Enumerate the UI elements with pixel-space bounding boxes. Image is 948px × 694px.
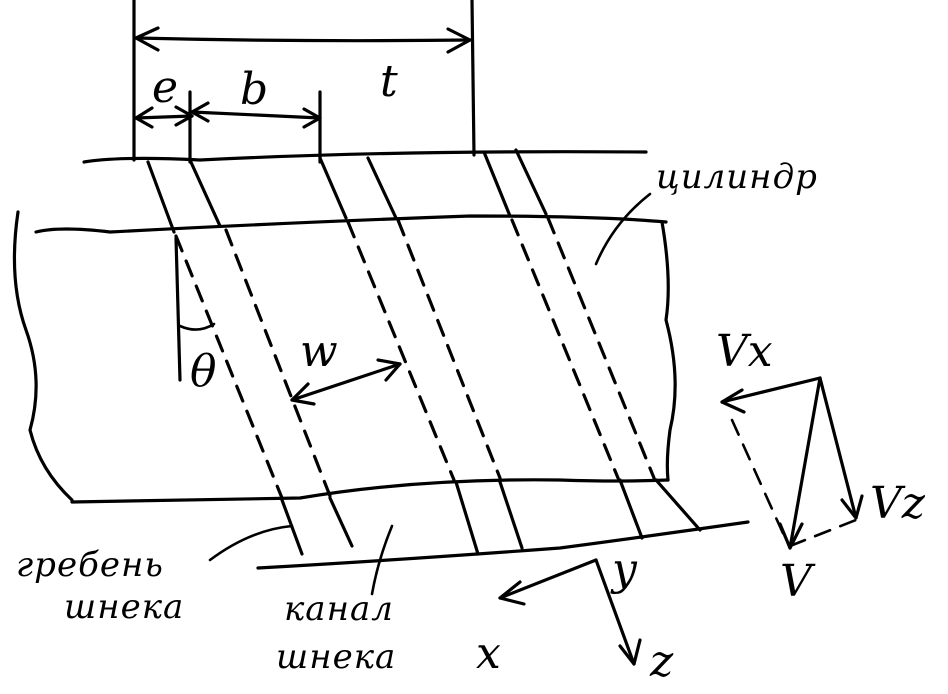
cylinder-body-left — [12, 210, 74, 502]
flight-solid-2a — [318, 156, 348, 220]
axis-z-label: z — [650, 636, 674, 687]
axis-x — [498, 558, 598, 600]
dimension-b-label: b — [240, 64, 269, 115]
dimension-e-arrowhead-right — [174, 105, 194, 127]
dimension-t-arrowhead-left — [134, 26, 160, 52]
dimension-w-arrowhead-left — [290, 382, 316, 406]
flight-solid-2b — [366, 156, 398, 220]
flight-dashed-1a — [174, 234, 284, 500]
dimension-w-line — [290, 362, 402, 402]
flight-lower-1b — [328, 496, 354, 548]
dimension-extension-right — [470, 0, 476, 157]
velocity-vx-label: Vx — [716, 326, 773, 377]
channel-leader — [370, 524, 394, 596]
flight-lower-3b — [654, 478, 702, 532]
dimension-t-label: t — [380, 56, 398, 107]
dimension-e-line — [134, 114, 194, 120]
flight-solid-3b — [514, 148, 548, 216]
crest-leader — [208, 524, 294, 562]
flight-dashed-3a — [510, 218, 620, 480]
cylinder-top-line — [82, 150, 648, 164]
velocity-v — [788, 376, 822, 550]
dimension-t-arrowhead-right — [446, 27, 472, 54]
flight-lower-2b — [498, 480, 524, 550]
flight-lower-2a — [454, 480, 480, 556]
screw-crest-label-line2: шнека — [64, 587, 185, 627]
dimension-b-arrowhead-left — [190, 101, 210, 123]
velocity-vz-arrowhead — [840, 494, 864, 520]
cylinder-body-right — [660, 220, 677, 482]
theta-reference-line — [174, 236, 182, 382]
velocity-vz-projection — [788, 518, 858, 548]
flight-dashed-1b — [224, 228, 332, 498]
velocity-vx — [720, 376, 822, 404]
flight-dashed-3b — [546, 216, 656, 480]
velocity-vx-projection — [730, 418, 788, 542]
dimension-w-label: w — [300, 326, 338, 377]
velocity-vx-arrowhead — [720, 388, 746, 414]
velocity-vz — [818, 376, 858, 520]
cylinder-label: цилиндр — [656, 157, 818, 197]
axis-y-label: y — [612, 544, 637, 595]
velocity-v-label: V — [780, 556, 812, 607]
screw-channel-label-line2: шнека — [276, 637, 397, 677]
dimension-t-line — [134, 36, 472, 43]
cylinder-leader — [594, 192, 652, 266]
flight-dashed-2a — [346, 220, 456, 482]
axis-x-label: x — [476, 628, 501, 679]
flight-solid-1a — [146, 160, 176, 234]
screw-crest-label-line1: гребень — [16, 545, 164, 585]
dimension-b-line — [190, 110, 322, 120]
dimension-e-label: e — [152, 62, 179, 113]
theta-angle-arc — [178, 322, 216, 331]
cylinder-body-top — [34, 214, 668, 234]
velocity-vz-label: Vz — [870, 478, 925, 529]
flight-solid-1b — [188, 158, 222, 228]
dimension-e-arrowhead-left — [134, 106, 154, 129]
theta-label: θ — [190, 346, 217, 397]
cylinder-body-bottom — [70, 478, 670, 504]
axis-z — [594, 558, 636, 666]
screw-channel-label-line1: канал — [284, 589, 394, 629]
flight-solid-3a — [482, 150, 512, 218]
axis-x-arrowhead — [498, 580, 526, 606]
flight-lower-3a — [618, 478, 644, 540]
screw-bottom-line — [256, 520, 750, 570]
axis-z-arrowhead — [618, 638, 642, 666]
flight-dashed-2b — [396, 218, 502, 480]
dimension-w-arrowhead-right — [376, 358, 402, 382]
